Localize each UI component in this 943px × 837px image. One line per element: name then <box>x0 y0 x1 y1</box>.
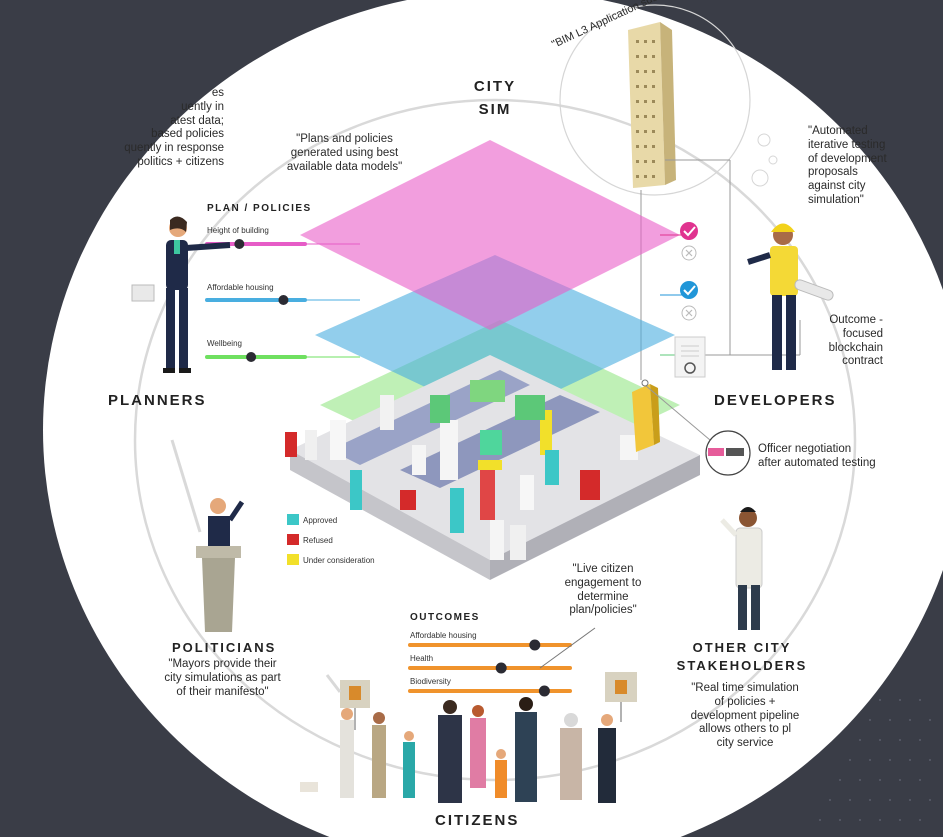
outcome-label-3: Biodiversity <box>410 677 451 686</box>
dot-pattern <box>819 699 931 821</box>
politician-figure-icon <box>196 498 245 632</box>
legend-swatch-approved <box>287 514 299 525</box>
other-stakeholders-line2: STAKEHOLDERS <box>676 658 808 673</box>
other-stakeholders-line1: OTHER CITY <box>692 640 792 655</box>
planners-partial-quote: es uently in atest data; based policies … <box>124 87 224 168</box>
stakeholder-figure-icon <box>720 507 763 630</box>
plan-slider-knob <box>234 239 245 249</box>
plan-slider-label-2: Affordable housing <box>207 283 274 292</box>
outcomes-sliders <box>408 639 572 697</box>
legend-swatch-under-consideration <box>287 554 299 565</box>
connector-line <box>539 627 596 669</box>
layer-pink <box>300 140 680 330</box>
live-citizen-quote: "Live citizen engagement to determine pl… <box>564 563 642 617</box>
city-sim-title-line2: SIM <box>478 101 512 118</box>
thought-dot-3 <box>751 169 769 187</box>
plan-slider-label-1: Height of building <box>207 226 269 235</box>
automated-quote: "Automated iterative testing of developm… <box>808 125 887 206</box>
citizens-title: CITIZENS <box>435 812 520 829</box>
outcome-contract-text: Outcome - focused blockchain contract <box>828 314 883 368</box>
city-sim-title: CITY SIM <box>465 78 525 118</box>
citizens-crowd-icon <box>300 672 637 803</box>
skyscraper-icon <box>628 22 676 188</box>
planner-figure-icon <box>131 216 231 373</box>
legend-label-approved: Approved <box>303 516 338 525</box>
planners-title: PLANNERS <box>108 392 207 409</box>
developers-title: DEVELOPERS <box>714 392 837 409</box>
cross-icon <box>681 245 697 261</box>
mayors-quote: "Mayors provide their city simulations a… <box>164 658 281 698</box>
outcome-slider-knob <box>529 639 541 651</box>
outcome-slider-knob <box>495 662 507 674</box>
officer-negotiation-text: Officer negotiation after automated test… <box>758 443 876 469</box>
outcome-label-2: Health <box>410 654 434 663</box>
contract-icon <box>674 336 706 378</box>
legend-swatch-refused <box>287 534 299 545</box>
layer-blue <box>315 255 675 420</box>
plan-policies-heading: PLAN / POLICIES <box>207 203 312 214</box>
city-sim-title-line1: CITY <box>473 78 517 95</box>
plans-policies-quote: "Plans and policies generated using best… <box>286 133 403 173</box>
outcome-label-1: Affordable housing <box>410 631 477 640</box>
connector-line <box>325 674 342 693</box>
bim-bubble <box>559 4 751 196</box>
plan-slider-label-3: Wellbeing <box>207 339 242 348</box>
check-icon <box>680 281 698 299</box>
outcome-slider-knob <box>538 685 550 697</box>
cross-icon <box>681 305 697 321</box>
plan-slider-knob <box>278 295 289 305</box>
handshake-icon <box>705 430 751 476</box>
politicians-title: POLITICIANS <box>172 640 277 655</box>
legend-label-refused: Refused <box>303 536 333 545</box>
legend-label-under-consideration: Under consideration <box>303 556 375 565</box>
plan-slider-knob <box>246 352 257 362</box>
check-icon <box>680 222 698 240</box>
realtime-quote: "Real time simulation of policies + deve… <box>690 682 800 750</box>
developer-figure-icon <box>747 223 834 370</box>
other-stakeholders-title: OTHER CITY STAKEHOLDERS <box>672 640 812 673</box>
connector-line <box>170 439 202 533</box>
thought-dot-1 <box>757 133 771 147</box>
thought-dot-2 <box>768 155 778 165</box>
city-model-icon <box>285 355 700 580</box>
outcomes-heading: OUTCOMES <box>410 612 480 623</box>
